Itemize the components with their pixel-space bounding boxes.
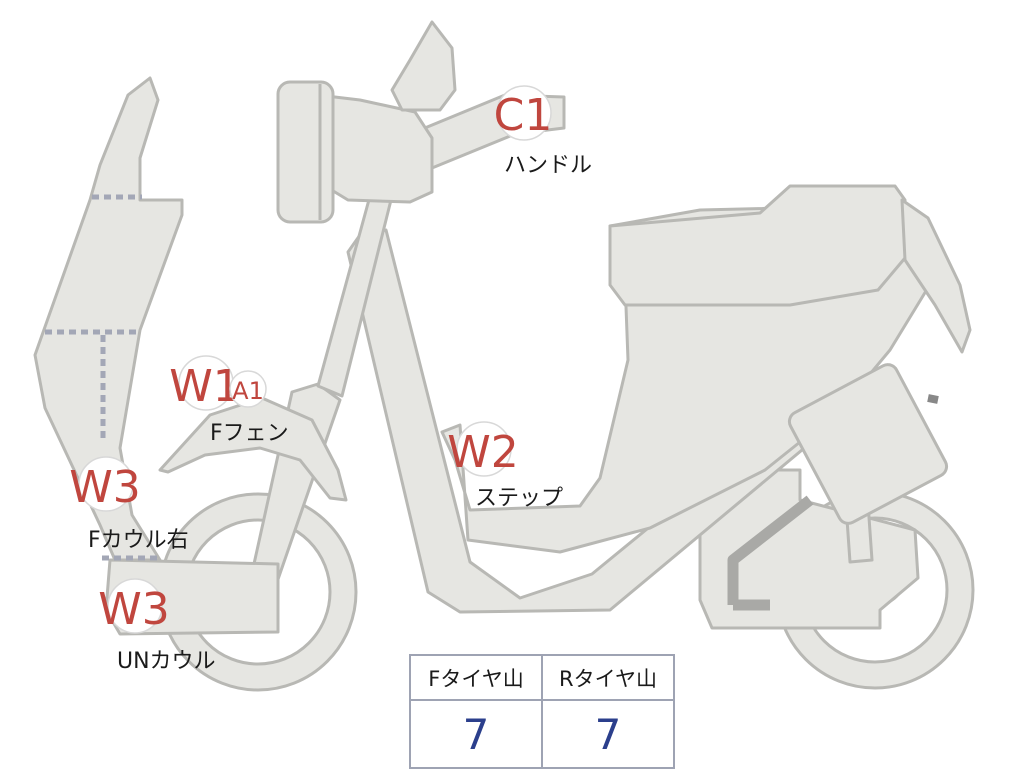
marker-code: W2 xyxy=(447,427,519,478)
marker-label: UNカウル xyxy=(117,649,216,674)
marker-label: ハンドル xyxy=(504,153,592,178)
front-tire-value[interactable]: 7 xyxy=(409,699,543,769)
table-value-row: 7 7 xyxy=(409,699,675,769)
marker-w1[interactable]: W1 A1 Fフェン xyxy=(169,355,289,446)
marker-w2[interactable]: W2 ステップ xyxy=(447,421,563,511)
rear-tire-value[interactable]: 7 xyxy=(541,699,675,769)
marker-w3-un-cowl[interactable]: W3 UNカウル xyxy=(98,578,216,674)
engine-unit xyxy=(698,468,920,630)
marker-code: W1 xyxy=(169,361,241,412)
tail-light xyxy=(900,198,972,354)
marker-label: ステップ xyxy=(475,486,563,511)
tire-tread-table: Fタイヤ山 Rタイヤ山 7 7 xyxy=(409,654,675,769)
marker-code: C1 xyxy=(494,90,553,141)
windscreen xyxy=(390,20,457,112)
marker-sub-code: A1 xyxy=(232,377,264,405)
front-tire-header: Fタイヤ山 xyxy=(409,654,543,701)
rear-tire-header: Rタイヤ山 xyxy=(541,654,675,701)
marker-code: W3 xyxy=(69,462,141,513)
rear-shock xyxy=(787,363,949,525)
marker-code: W3 xyxy=(98,584,170,635)
seat xyxy=(608,184,907,307)
handlebar xyxy=(276,80,566,224)
front-cowl xyxy=(33,76,184,562)
marker-w3-f-cowl[interactable]: W3 Fカウル右 xyxy=(69,456,189,553)
marker-c1[interactable]: C1 ハンドル xyxy=(494,85,592,178)
table-header-row: Fタイヤ山 Rタイヤ山 xyxy=(409,654,675,701)
marker-label: Fカウル右 xyxy=(88,528,189,553)
cowl-panel-lines xyxy=(45,194,162,561)
marker-label: Fフェン xyxy=(210,421,289,446)
